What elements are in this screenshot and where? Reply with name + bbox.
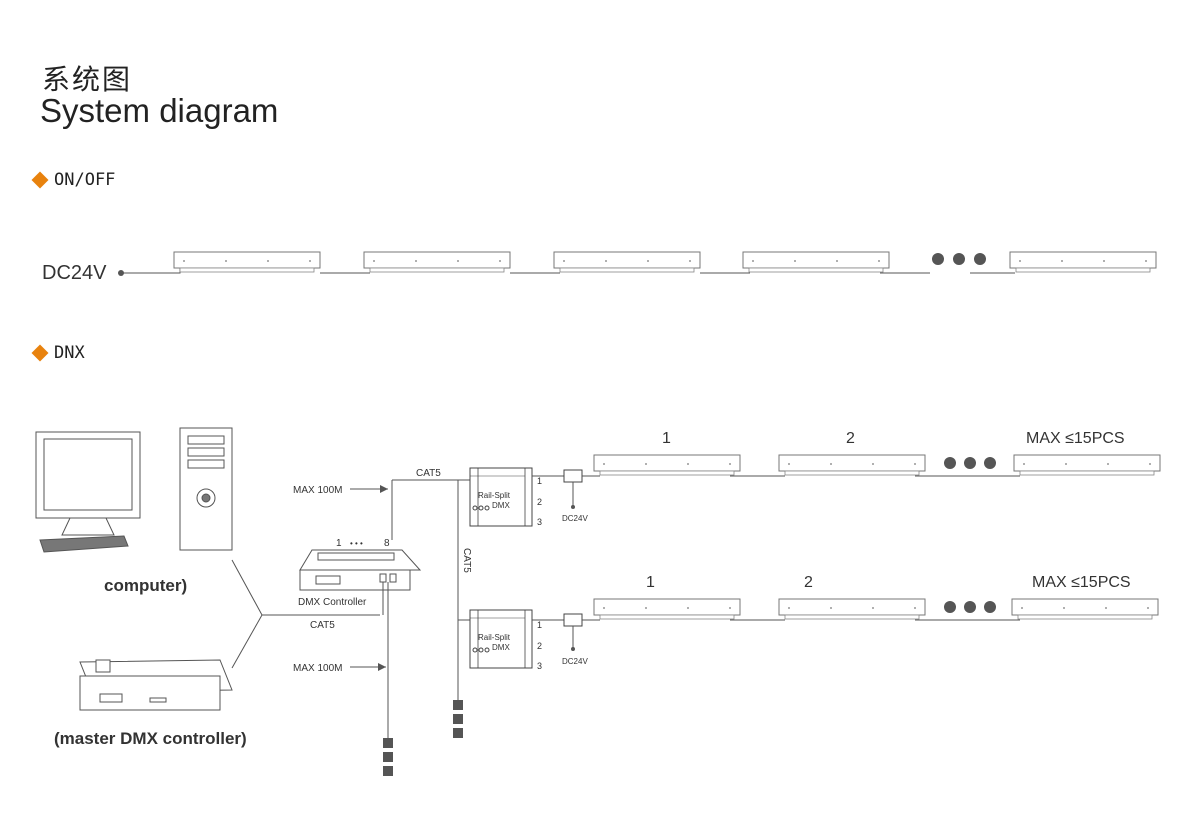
section-onoff-label: ON/OFF — [54, 170, 116, 190]
light-bar — [1013, 454, 1161, 476]
master-controller-label: (master DMX controller) — [54, 729, 247, 748]
light-bar — [742, 251, 890, 273]
row2-max-label: MAX ≤15PCS — [1032, 574, 1131, 591]
light-bar — [1009, 251, 1157, 273]
port-label-1: 1 — [336, 538, 342, 549]
cat5-bottom-label: CAT5 — [310, 620, 335, 631]
port-label-8: 8 — [384, 538, 390, 549]
master-controller-icon — [79, 659, 233, 711]
light-bar — [173, 251, 321, 273]
rail-split-label: Rail-Split — [478, 491, 511, 500]
max100m-label-1: MAX 100M — [293, 485, 342, 496]
section-dmx-label: DNX — [54, 343, 85, 363]
max100m-label-2: MAX 100M — [293, 663, 342, 674]
light-bar — [778, 598, 926, 620]
connector-plug-icon — [383, 738, 393, 776]
continuation-dot-icon — [953, 253, 965, 265]
continuation-dot-icon — [944, 457, 956, 469]
continuation-dot-icon — [944, 601, 956, 613]
port3-label: 3 — [537, 661, 542, 671]
continuation-dot-icon — [932, 253, 944, 265]
continuation-dot-icon — [984, 457, 996, 469]
power-block-icon — [563, 613, 583, 627]
light-bar — [553, 251, 701, 273]
light-bar — [778, 454, 926, 476]
row1-number-2: 2 — [846, 430, 855, 447]
onoff-row: DC24V — [42, 251, 1157, 284]
cat5-top-label: CAT5 — [416, 468, 441, 479]
section-dmx: DNX — [31, 343, 85, 363]
dmx-controller-label: DMX Controller — [298, 597, 367, 608]
title-chinese: 系统图 — [42, 63, 133, 96]
section-onoff: ON/OFF — [31, 170, 116, 190]
computer-tower-icon — [179, 427, 233, 551]
port3-label: 3 — [537, 517, 542, 527]
cat5-vertical-label: CAT5 — [461, 548, 472, 573]
row1-number-1: 1 — [662, 430, 671, 447]
rail-dmx-label: DMX — [492, 501, 510, 510]
row2-number-1: 1 — [646, 574, 655, 591]
dc24v-small-label: DC24V — [562, 657, 588, 666]
light-bar — [593, 454, 741, 476]
port-label-dots: • • • — [350, 539, 363, 548]
monitor-icon — [35, 431, 141, 553]
dmx-controller-icon — [299, 549, 422, 591]
rail-split-label: Rail-Split — [478, 633, 511, 642]
port1-label: 1 — [537, 620, 542, 630]
power-block-icon — [563, 469, 583, 483]
rail-dmx-label: DMX — [492, 643, 510, 652]
port1-label: 1 — [537, 476, 542, 486]
light-bar — [1011, 598, 1159, 620]
port2-label: 2 — [537, 497, 542, 507]
connector-plug-icon — [453, 700, 463, 738]
continuation-dot-icon — [964, 457, 976, 469]
light-bar — [363, 251, 511, 273]
port2-label: 2 — [537, 641, 542, 651]
continuation-dot-icon — [964, 601, 976, 613]
dc24v-label: DC24V — [42, 262, 107, 284]
continuation-dot-icon — [974, 253, 986, 265]
light-bar — [593, 598, 741, 620]
continuation-dot-icon — [984, 601, 996, 613]
title-english: System diagram — [40, 92, 279, 129]
row2-number-2: 2 — [804, 574, 813, 591]
computer-label: computer) — [104, 576, 187, 595]
dc24v-small-label: DC24V — [562, 514, 588, 523]
arrow-right-icon — [378, 663, 386, 671]
arrow-right-icon — [380, 485, 388, 493]
row1-max-label: MAX ≤15PCS — [1026, 430, 1125, 447]
